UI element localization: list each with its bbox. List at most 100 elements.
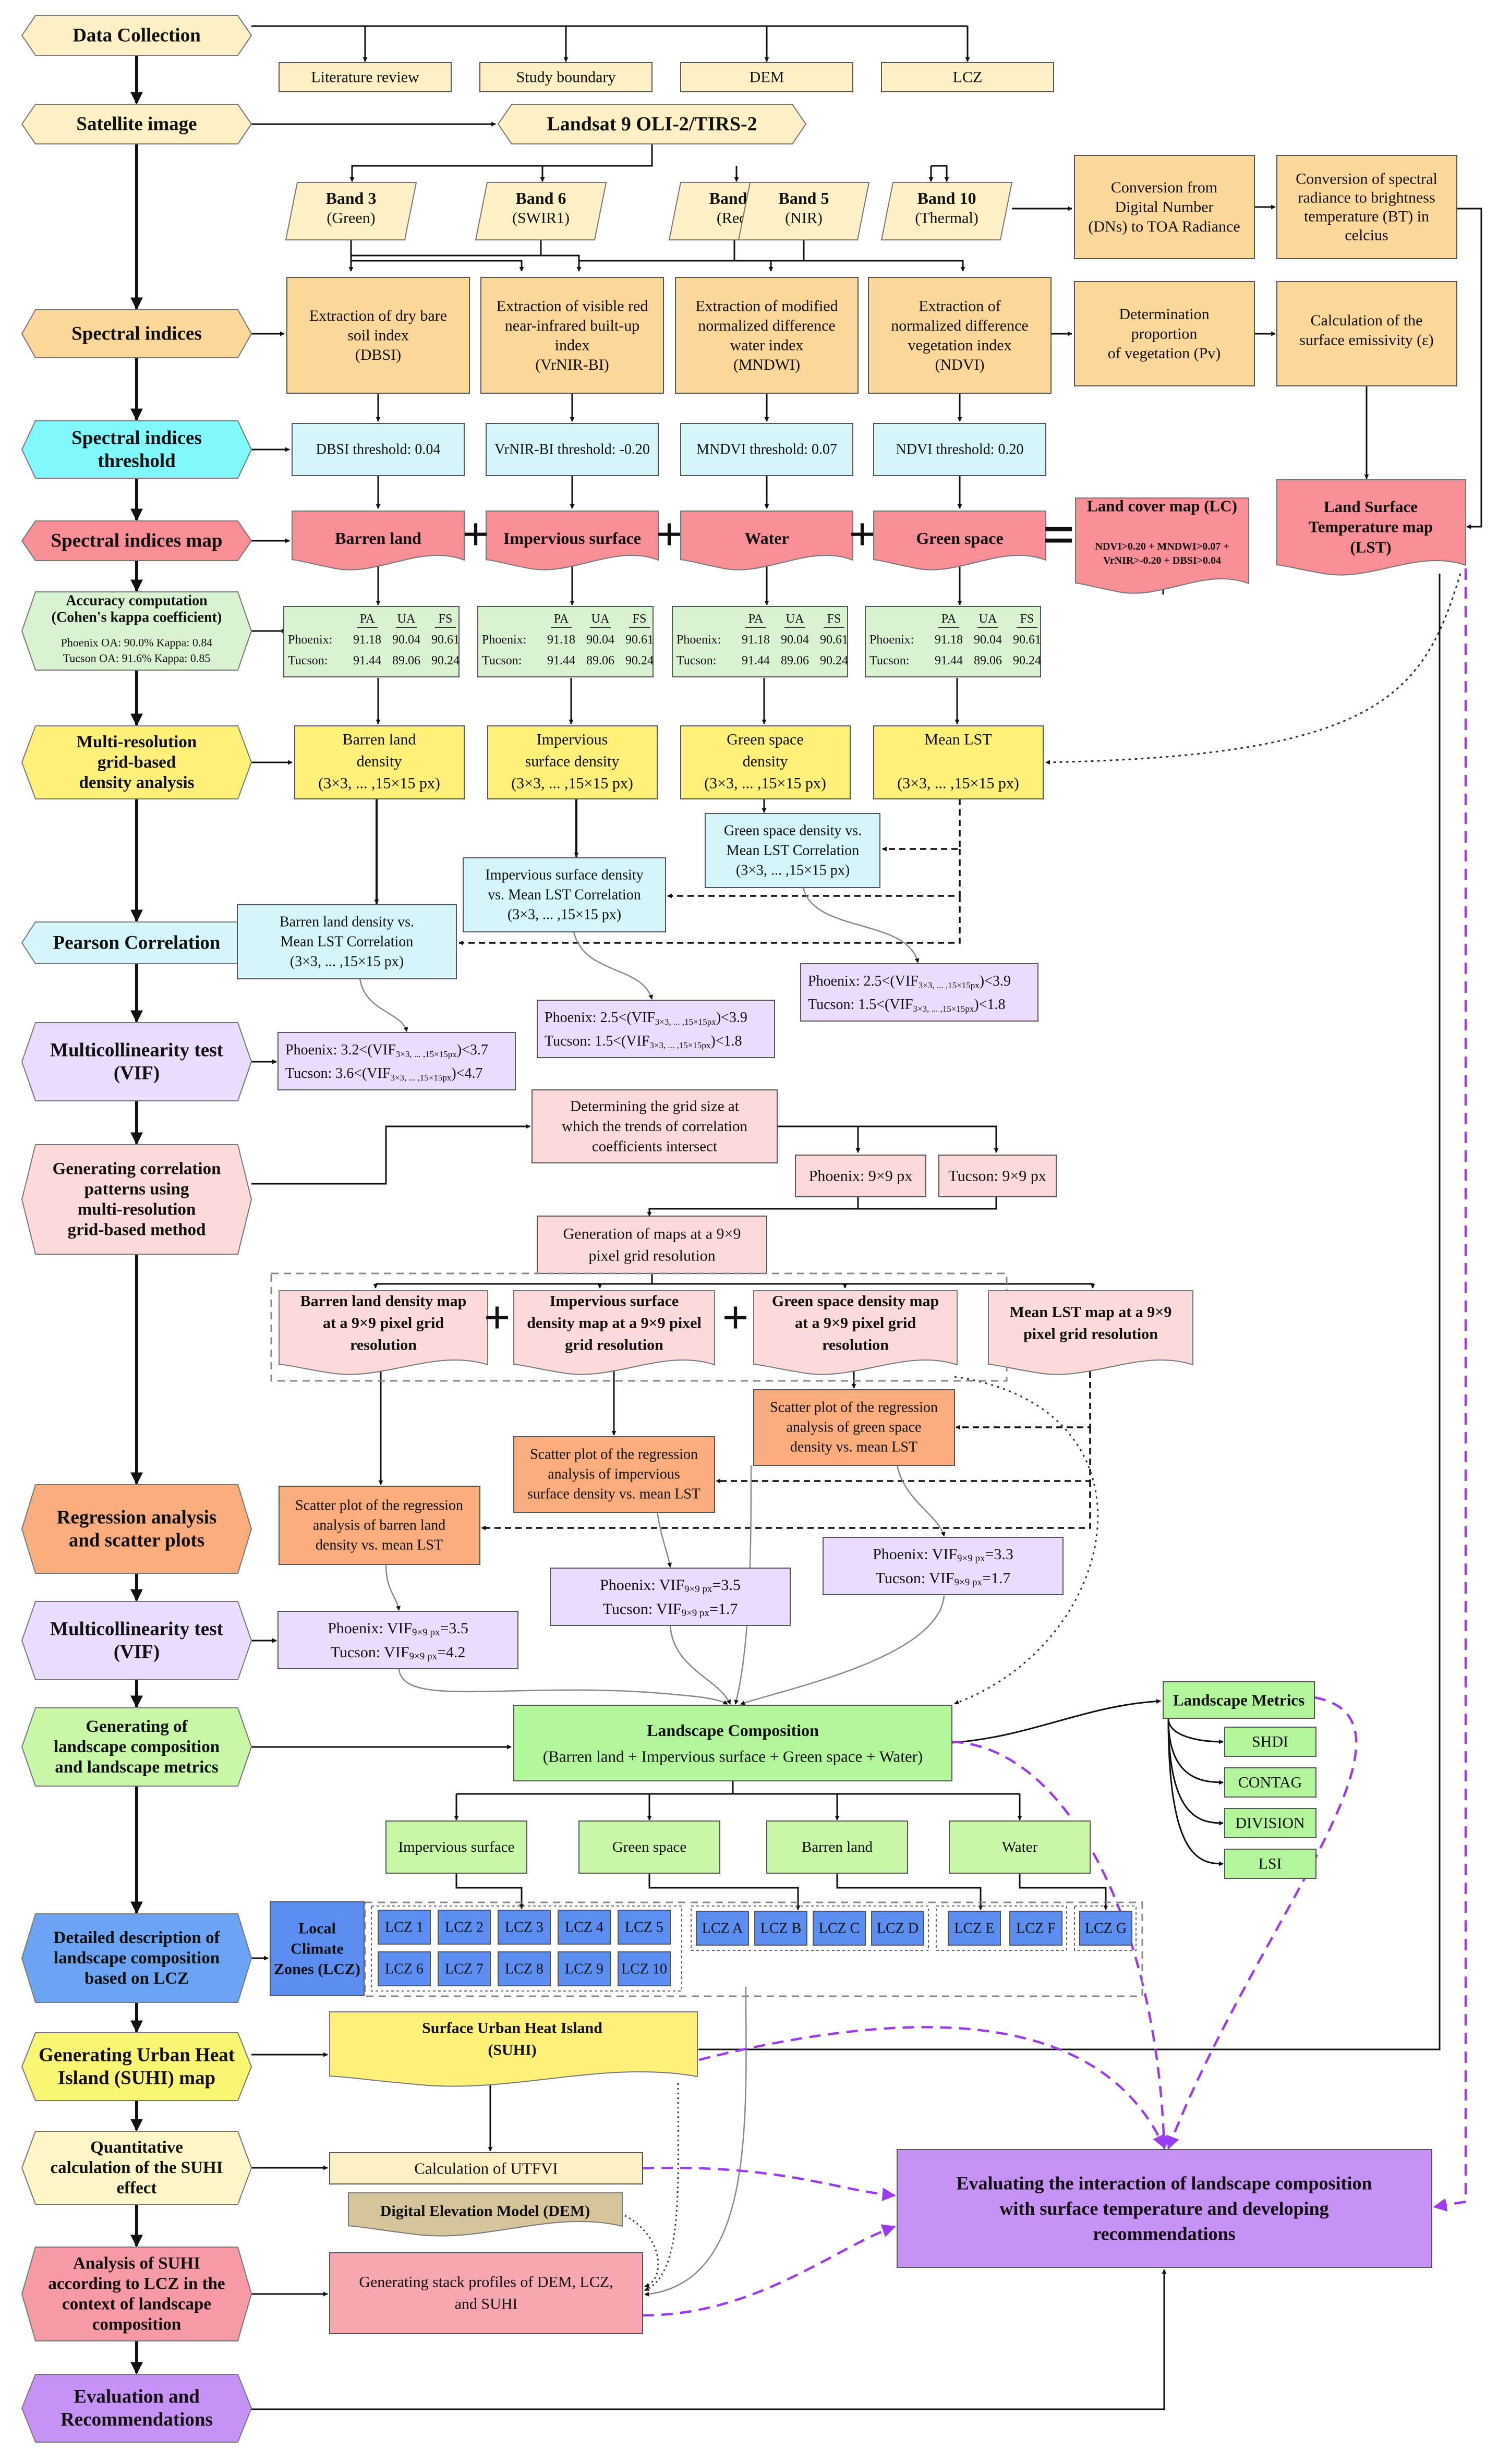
lcz-group-frame <box>364 1901 1143 1997</box>
curve-connector <box>1045 573 1461 765</box>
vif9-node-1 <box>823 1537 1064 1595</box>
grid-result-phoenix <box>795 1155 926 1197</box>
label: LCZ B <box>760 1921 802 1937</box>
label: and landscape metrics <box>55 1758 219 1777</box>
label: Phoenix: <box>482 633 526 647</box>
plus-symbol: + <box>722 1292 748 1344</box>
label: 90.04 <box>781 633 809 647</box>
generate-maps-node <box>537 1216 767 1274</box>
label: 91.18 <box>547 633 575 647</box>
label: 91.44 <box>353 654 381 667</box>
label: Impervious <box>537 731 608 748</box>
label: Scatter plot of the regression <box>530 1447 698 1463</box>
curve-connector <box>698 2026 1166 2149</box>
process-step-15 <box>21 2032 252 2101</box>
label: Extraction of dry bare <box>309 307 447 324</box>
label: Mean LST <box>924 731 992 748</box>
plus-symbol: + <box>484 1292 510 1344</box>
label: context of landscape <box>62 2295 211 2313</box>
vif-range-text: Tucson: 1.5<(VIF3×3, ... ,15×15px)<1.8 <box>808 997 1006 1014</box>
curve-connector <box>1167 1718 1224 1785</box>
curve-connector <box>642 2224 896 2317</box>
map-node-2 <box>513 1290 715 1375</box>
label: Detailed description of <box>54 1928 221 1947</box>
label: Spectral indices <box>71 323 202 345</box>
label: 90.61 <box>625 633 654 647</box>
label: Digital Number <box>1115 199 1213 216</box>
process-step-2 <box>21 104 252 144</box>
lcz-zone-9 <box>558 1951 611 1986</box>
connector <box>349 144 653 182</box>
label: Study boundary <box>516 69 616 86</box>
label: (MNDWI) <box>733 356 800 373</box>
proportion-vegetation-node <box>1074 281 1255 386</box>
label: density <box>357 753 402 770</box>
label: DIVISION <box>1235 1815 1304 1832</box>
lcz-water-frame <box>1074 1905 1137 1951</box>
data-source-2 <box>479 62 653 92</box>
plus-symbol: + <box>656 509 682 561</box>
label: PA <box>748 612 764 626</box>
label: Climate <box>291 1940 344 1958</box>
conversion-dn-node <box>1074 155 1255 259</box>
label: Multicollinearity test <box>50 1040 224 1061</box>
curve-connector <box>644 2083 679 2291</box>
label: LCZ 6 <box>385 1961 424 1977</box>
lcz-zone-1 <box>378 1910 431 1945</box>
label: 91.18 <box>353 633 381 647</box>
connector-lines <box>130 25 1482 2410</box>
vif-range-text: Tucson: 3.6<(VIF3×3, ... ,15×15px)<4.7 <box>285 1065 483 1083</box>
label: (SWIR1) <box>512 210 570 227</box>
correlation-node-2 <box>463 857 666 932</box>
connector <box>882 799 961 852</box>
label: (3×3, ... ,15×15 px) <box>511 775 633 792</box>
label: 90.61 <box>431 633 460 647</box>
vif-range-node-3 <box>277 1032 516 1090</box>
accuracy-table-2 <box>477 606 654 677</box>
process-step-7 <box>21 725 252 799</box>
label: 90.24 <box>625 654 654 667</box>
label: (Barren land + Impervious surface + Gree… <box>543 1747 923 1766</box>
label: Barren land density vs. <box>280 914 414 930</box>
label: Scatter plot of the regression <box>295 1498 463 1514</box>
label: Generating correlation <box>53 1160 221 1179</box>
lcz-zone-lcz-c <box>813 1911 866 1946</box>
metric-node-1 <box>1224 1727 1316 1757</box>
label: pixel grid resolution <box>1023 1326 1158 1343</box>
metric-node-4 <box>1224 1849 1316 1879</box>
dem-node <box>348 2192 623 2237</box>
label: index <box>555 336 590 354</box>
label: 90.61 <box>820 633 848 647</box>
label: patterns using <box>84 1180 189 1199</box>
label: soil index <box>347 327 409 344</box>
lcz-zone-lcz-d <box>871 1911 924 1946</box>
label: UA <box>591 612 610 626</box>
label: (VIF) <box>114 1062 160 1084</box>
process-step-10 <box>21 1144 252 1255</box>
accuracy-table-3 <box>672 606 848 677</box>
label: FS <box>1020 612 1034 626</box>
label: UA <box>979 612 997 626</box>
label: LCZ C <box>819 1921 860 1937</box>
vif9-node-2 <box>550 1568 791 1626</box>
curve-connector <box>1433 568 1467 2212</box>
label: Impervious surface <box>398 1839 514 1855</box>
curve-connector <box>642 2166 896 2201</box>
label: LCZ 10 <box>621 1961 667 1977</box>
label: Tucson: <box>288 654 328 667</box>
map-node-4 <box>988 1290 1193 1375</box>
lcz-zone-6 <box>378 1951 431 1986</box>
label: and SUHI <box>455 2296 518 2313</box>
connector <box>458 896 961 945</box>
label: Phoenix: 9×9 px <box>809 1168 913 1185</box>
label: celcius <box>1345 227 1388 244</box>
label: Tucson OA: 91.6% Kappa: 0.85 <box>63 652 211 665</box>
process-step-6 <box>21 591 252 671</box>
label: Barren land <box>335 529 421 548</box>
label: Band 3 <box>326 189 377 208</box>
label: 90.04 <box>392 633 420 647</box>
label: Digital Elevation Model (DEM) <box>380 2203 590 2220</box>
correlation-node-3 <box>237 904 457 979</box>
label: temperature (BT) in <box>1304 208 1429 225</box>
